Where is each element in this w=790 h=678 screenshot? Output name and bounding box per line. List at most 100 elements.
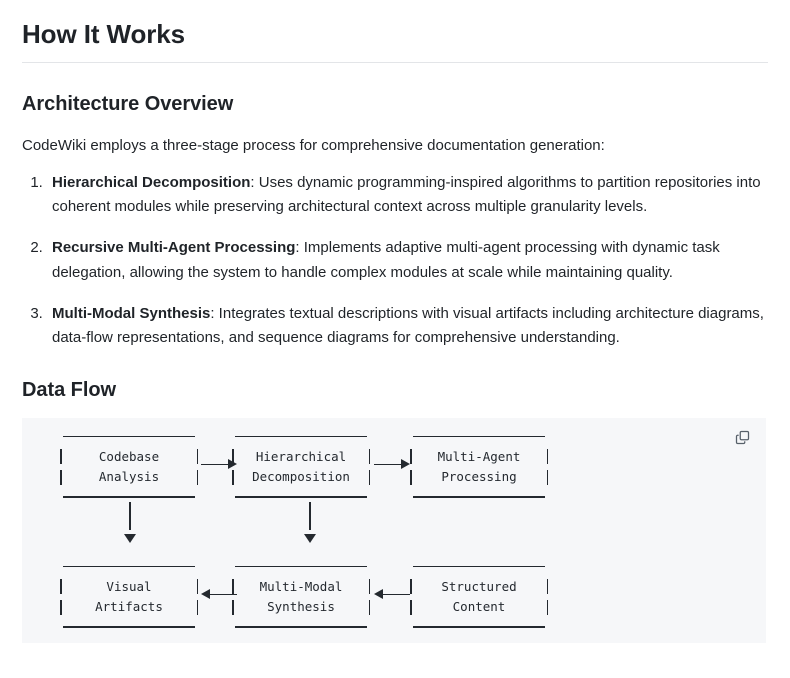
arrow-structured-to-synthesis [374,585,410,605]
step-description: : Integrates textual descriptions with v… [52,304,764,347]
box-bottom-border [63,626,195,628]
arrow-synthesis-to-visual [201,585,237,605]
box-top-border [413,565,545,568]
node-label-line2: Content [452,598,506,614]
node-multi-agent-processing: Multi-Agent Processing [410,435,548,498]
box-pipe [410,448,412,464]
arrow-head-down-icon [124,533,136,543]
box-pipe [196,469,198,485]
node-label-line1: Codebase [98,448,160,464]
box-pipe [368,469,370,485]
page-title: How It Works [22,19,186,49]
box-pipe [196,599,198,615]
box-pipe [60,448,62,464]
box-bottom-border [413,496,545,498]
arrow-shaft [309,501,311,530]
box-pipe [196,578,198,594]
box-top-border [63,435,195,438]
arrow-head-right-icon [401,458,410,469]
node-multi-modal-synthesis: Multi-Modal Synthesis [232,565,370,628]
arrow-head-down-icon [304,533,316,543]
node-label-line1: Multi-Modal [259,578,343,594]
node-hierarchical-decomposition: Hierarchical Decomposition [232,435,370,498]
ascii-flow-diagram: Codebase Analysis Hierarchic [38,435,568,628]
arrow-shaft [129,501,131,530]
node-label: Structured Content [410,577,548,617]
node-label-line2: Processing [441,468,517,484]
box-top-border [413,435,545,438]
node-label-line2: Synthesis [267,598,335,614]
arrow-shaft [374,463,401,466]
box-bottom-border [235,496,367,498]
data-flow-diagram-panel: Codebase Analysis Hierarchic [22,417,766,643]
step-description: : Uses dynamic programming-inspired algo… [52,173,761,216]
node-label-line1: Structured [441,578,517,594]
arrow-hierarchical-to-multiagent [374,455,410,475]
architecture-intro-paragraph: CodeWiki employs a three-stage process f… [22,136,605,154]
box-pipe [232,599,234,615]
node-visual-artifacts: Visual Artifacts [60,565,198,628]
step-term: Hierarchical Decomposition [52,173,251,191]
box-top-border [235,565,367,568]
node-label: Multi-Agent Processing [410,447,548,487]
node-label: Visual Artifacts [60,577,198,617]
arrow-shaft [201,463,228,466]
box-pipe [232,448,234,464]
arrow-multiagent-down [303,501,317,562]
diagram-row-top: Codebase Analysis Hierarchic [38,435,568,498]
box-pipe [410,599,412,615]
node-label-line2: Artifacts [95,598,163,614]
box-pipe [60,599,62,615]
box-pipe [546,469,548,485]
box-pipe [410,469,412,485]
box-pipe [232,578,234,594]
copy-button[interactable] [730,426,754,450]
list-item: Hierarchical Decomposition: Uses dynamic… [47,171,768,220]
step-term: Recursive Multi-Agent Processing [52,239,296,257]
data-flow-heading: Data Flow [22,378,117,401]
diagram-row-bottom: Visual Artifacts Multi-Modal [38,565,568,628]
node-label: Multi-Modal Synthesis [232,577,370,617]
node-label: Hierarchical Decomposition [232,447,370,487]
node-label-line1: Multi-Agent [437,448,521,464]
architecture-overview-heading: Architecture Overview [22,92,234,115]
list-item: Recursive Multi-Agent Processing: Implem… [47,236,768,285]
box-pipe [60,469,62,485]
arrow-head-right-icon [228,458,237,469]
arrow-head-left-icon [201,588,210,599]
copy-icon [735,430,750,445]
arrow-shaft [383,593,410,596]
box-bottom-border [235,626,367,628]
step-term: Multi-Modal Synthesis [52,304,211,322]
arrow-hierarchical-down [123,501,137,562]
box-top-border [235,435,367,438]
box-pipe [232,469,234,485]
box-pipe [368,448,370,464]
node-label-line2: Analysis [98,468,160,484]
node-codebase-analysis: Codebase Analysis [60,435,198,498]
box-pipe [410,578,412,594]
box-pipe [546,599,548,615]
node-label-line2: Decomposition [252,468,350,484]
node-label-line1: Visual [106,578,152,594]
arrow-head-left-icon [374,588,383,599]
box-pipe [196,448,198,464]
box-top-border [63,565,195,568]
box-pipe [368,578,370,594]
box-pipe [546,448,548,464]
node-label: Codebase Analysis [60,447,198,487]
node-structured-content: Structured Content [410,565,548,628]
box-pipe [368,599,370,615]
arrow-codebase-to-hierarchical [201,455,237,475]
box-pipe [546,578,548,594]
box-bottom-border [63,496,195,498]
node-label-line1: Hierarchical [255,448,347,464]
box-bottom-border [413,626,545,628]
list-item: Multi-Modal Synthesis: Integrates textua… [47,302,768,351]
architecture-steps-list: Hierarchical Decomposition: Uses dynamic… [22,171,768,351]
step-description: : Implements adaptive multi-agent proces… [52,239,720,281]
page-content: How It Works Architecture Overview CodeW… [0,0,790,643]
arrow-shaft [210,593,237,596]
title-divider [22,61,768,63]
box-pipe [60,578,62,594]
